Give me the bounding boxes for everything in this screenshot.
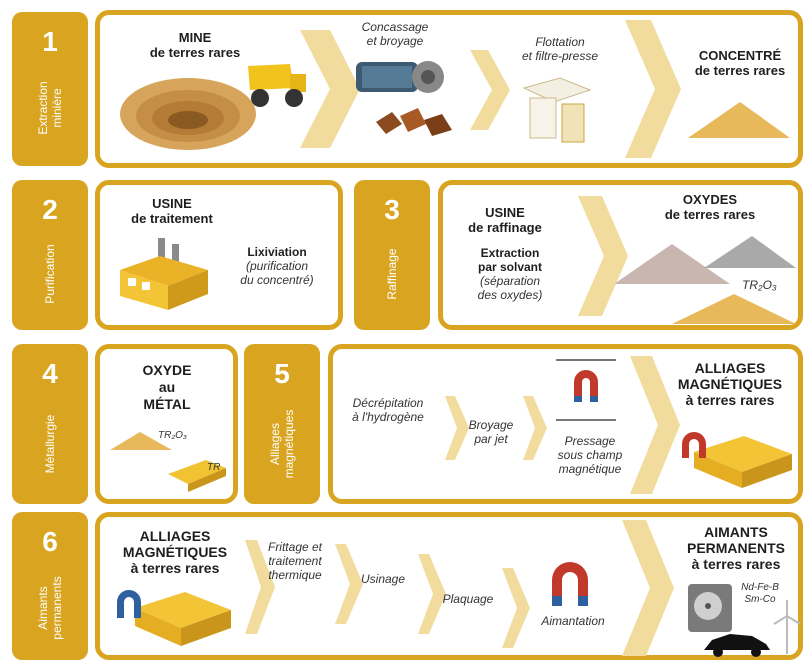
row5-number: 5 bbox=[274, 358, 290, 389]
oxide-piles-icon bbox=[614, 236, 796, 324]
row4-tab: 4 Métallurgie bbox=[12, 344, 88, 504]
dump-truck-icon bbox=[248, 64, 306, 107]
row3-chevron bbox=[578, 196, 628, 316]
oxide-formula-small: TR₂O₃ bbox=[158, 430, 187, 441]
row1-chevron-2 bbox=[470, 50, 510, 130]
row4-number: 4 bbox=[42, 358, 58, 389]
refinery-heading: USINE de raffinage bbox=[468, 205, 542, 235]
row1-number: 1 bbox=[42, 26, 58, 57]
leaching-step: Lixiviation (purification du concentré) bbox=[240, 245, 314, 287]
row6-chevron-4 bbox=[502, 568, 530, 648]
hard-drive-icon bbox=[688, 584, 732, 632]
flotation-filter-press-icon bbox=[522, 77, 592, 143]
row1-chevron-1 bbox=[300, 30, 360, 148]
concentrate-heading: CONCENTRÉ de terres rares bbox=[694, 48, 786, 78]
step-crushing: Concassage et broyage bbox=[361, 20, 429, 48]
step-magnetization: Aimantation bbox=[541, 614, 605, 628]
row6-box bbox=[95, 512, 803, 660]
row6-chevron-3 bbox=[418, 554, 446, 634]
step-machining: Usinage bbox=[360, 572, 406, 586]
step-hydrogen-decrepitation: Décrépitation à l'hydrogène bbox=[352, 396, 424, 424]
concentrate-pile-icon bbox=[688, 102, 790, 138]
alloys-start-heading: ALLIAGES MAGNÉTIQUES à terres rares bbox=[122, 528, 228, 576]
row6-number: 6 bbox=[42, 526, 58, 557]
row5-chevron-2 bbox=[523, 396, 547, 460]
step-plating: Plaquage bbox=[442, 592, 494, 606]
magnet-alloys-list: Nd-Fe-B Sm-Co bbox=[741, 582, 779, 605]
car-icon bbox=[704, 634, 770, 657]
alloy-blocks-icon bbox=[682, 432, 792, 488]
oxides-heading: OXYDES de terres rares bbox=[664, 192, 756, 222]
crusher-mill-icon bbox=[356, 61, 444, 93]
row6-tab: 6 Aimants permanents bbox=[12, 512, 88, 660]
row3-tab: 3 Raffinage bbox=[354, 180, 430, 330]
step-sintering: Frittage et traitement thermique bbox=[267, 540, 323, 582]
row2-box bbox=[95, 180, 343, 330]
row2-label: Purification bbox=[43, 244, 57, 304]
row5-label: Alliages magnétiques bbox=[268, 409, 296, 479]
step-flotation: Flottation et filtre-presse bbox=[521, 35, 599, 63]
alloy-blocks-start-icon bbox=[117, 590, 231, 646]
row6-label: Aimants permanents bbox=[36, 576, 64, 640]
crushed-ore-icon bbox=[376, 108, 452, 136]
open-pit-mine-icon bbox=[120, 78, 256, 150]
metal-formula: TR bbox=[207, 462, 221, 473]
row3-number: 3 bbox=[384, 194, 400, 225]
row5-tab: 5 Alliages magnétiques bbox=[244, 344, 320, 504]
row1-label: Extraction minière bbox=[36, 81, 64, 135]
magnetic-press-icon bbox=[556, 359, 616, 421]
step-jet-milling: Broyage par jet bbox=[468, 418, 514, 446]
row6-chevron-1 bbox=[245, 540, 275, 634]
row1-chevron-3 bbox=[625, 20, 681, 158]
solvent-extraction-step: Extraction par solvant (séparation des o… bbox=[477, 246, 543, 302]
step-magnetic-pressing: Pressage sous champ magnétique bbox=[557, 434, 623, 476]
row5-chevron-3 bbox=[630, 356, 680, 494]
mine-heading: MINE de terres rares bbox=[149, 30, 241, 60]
horseshoe-magnet-icon bbox=[552, 562, 588, 606]
row5-chevron-1 bbox=[445, 396, 469, 460]
wind-turbine-icon bbox=[773, 600, 801, 654]
row3-label: Raffinage bbox=[385, 248, 399, 300]
magnetic-alloys-heading: ALLIAGES MAGNÉTIQUES à terres rares bbox=[677, 360, 783, 408]
row6-chevron-5 bbox=[622, 520, 674, 656]
oxide-to-metal-heading: OXYDE au MÉTAL bbox=[142, 362, 192, 412]
treatment-plant-heading: USINE de traitement bbox=[131, 196, 213, 226]
row2-number: 2 bbox=[42, 194, 58, 225]
factory-icon bbox=[120, 238, 208, 310]
permanent-magnets-heading: AIMANTS PERMANENTS à terres rares bbox=[686, 524, 785, 572]
oxide-metal-icon bbox=[110, 432, 226, 492]
row6-chevron-2 bbox=[335, 544, 363, 624]
row2-tab: 2 Purification bbox=[12, 180, 88, 330]
row4-label: Métallurgie bbox=[43, 414, 57, 474]
row1-tab: 1 Extraction minière bbox=[12, 12, 88, 166]
oxide-formula: TR₂O₃ bbox=[742, 278, 777, 292]
